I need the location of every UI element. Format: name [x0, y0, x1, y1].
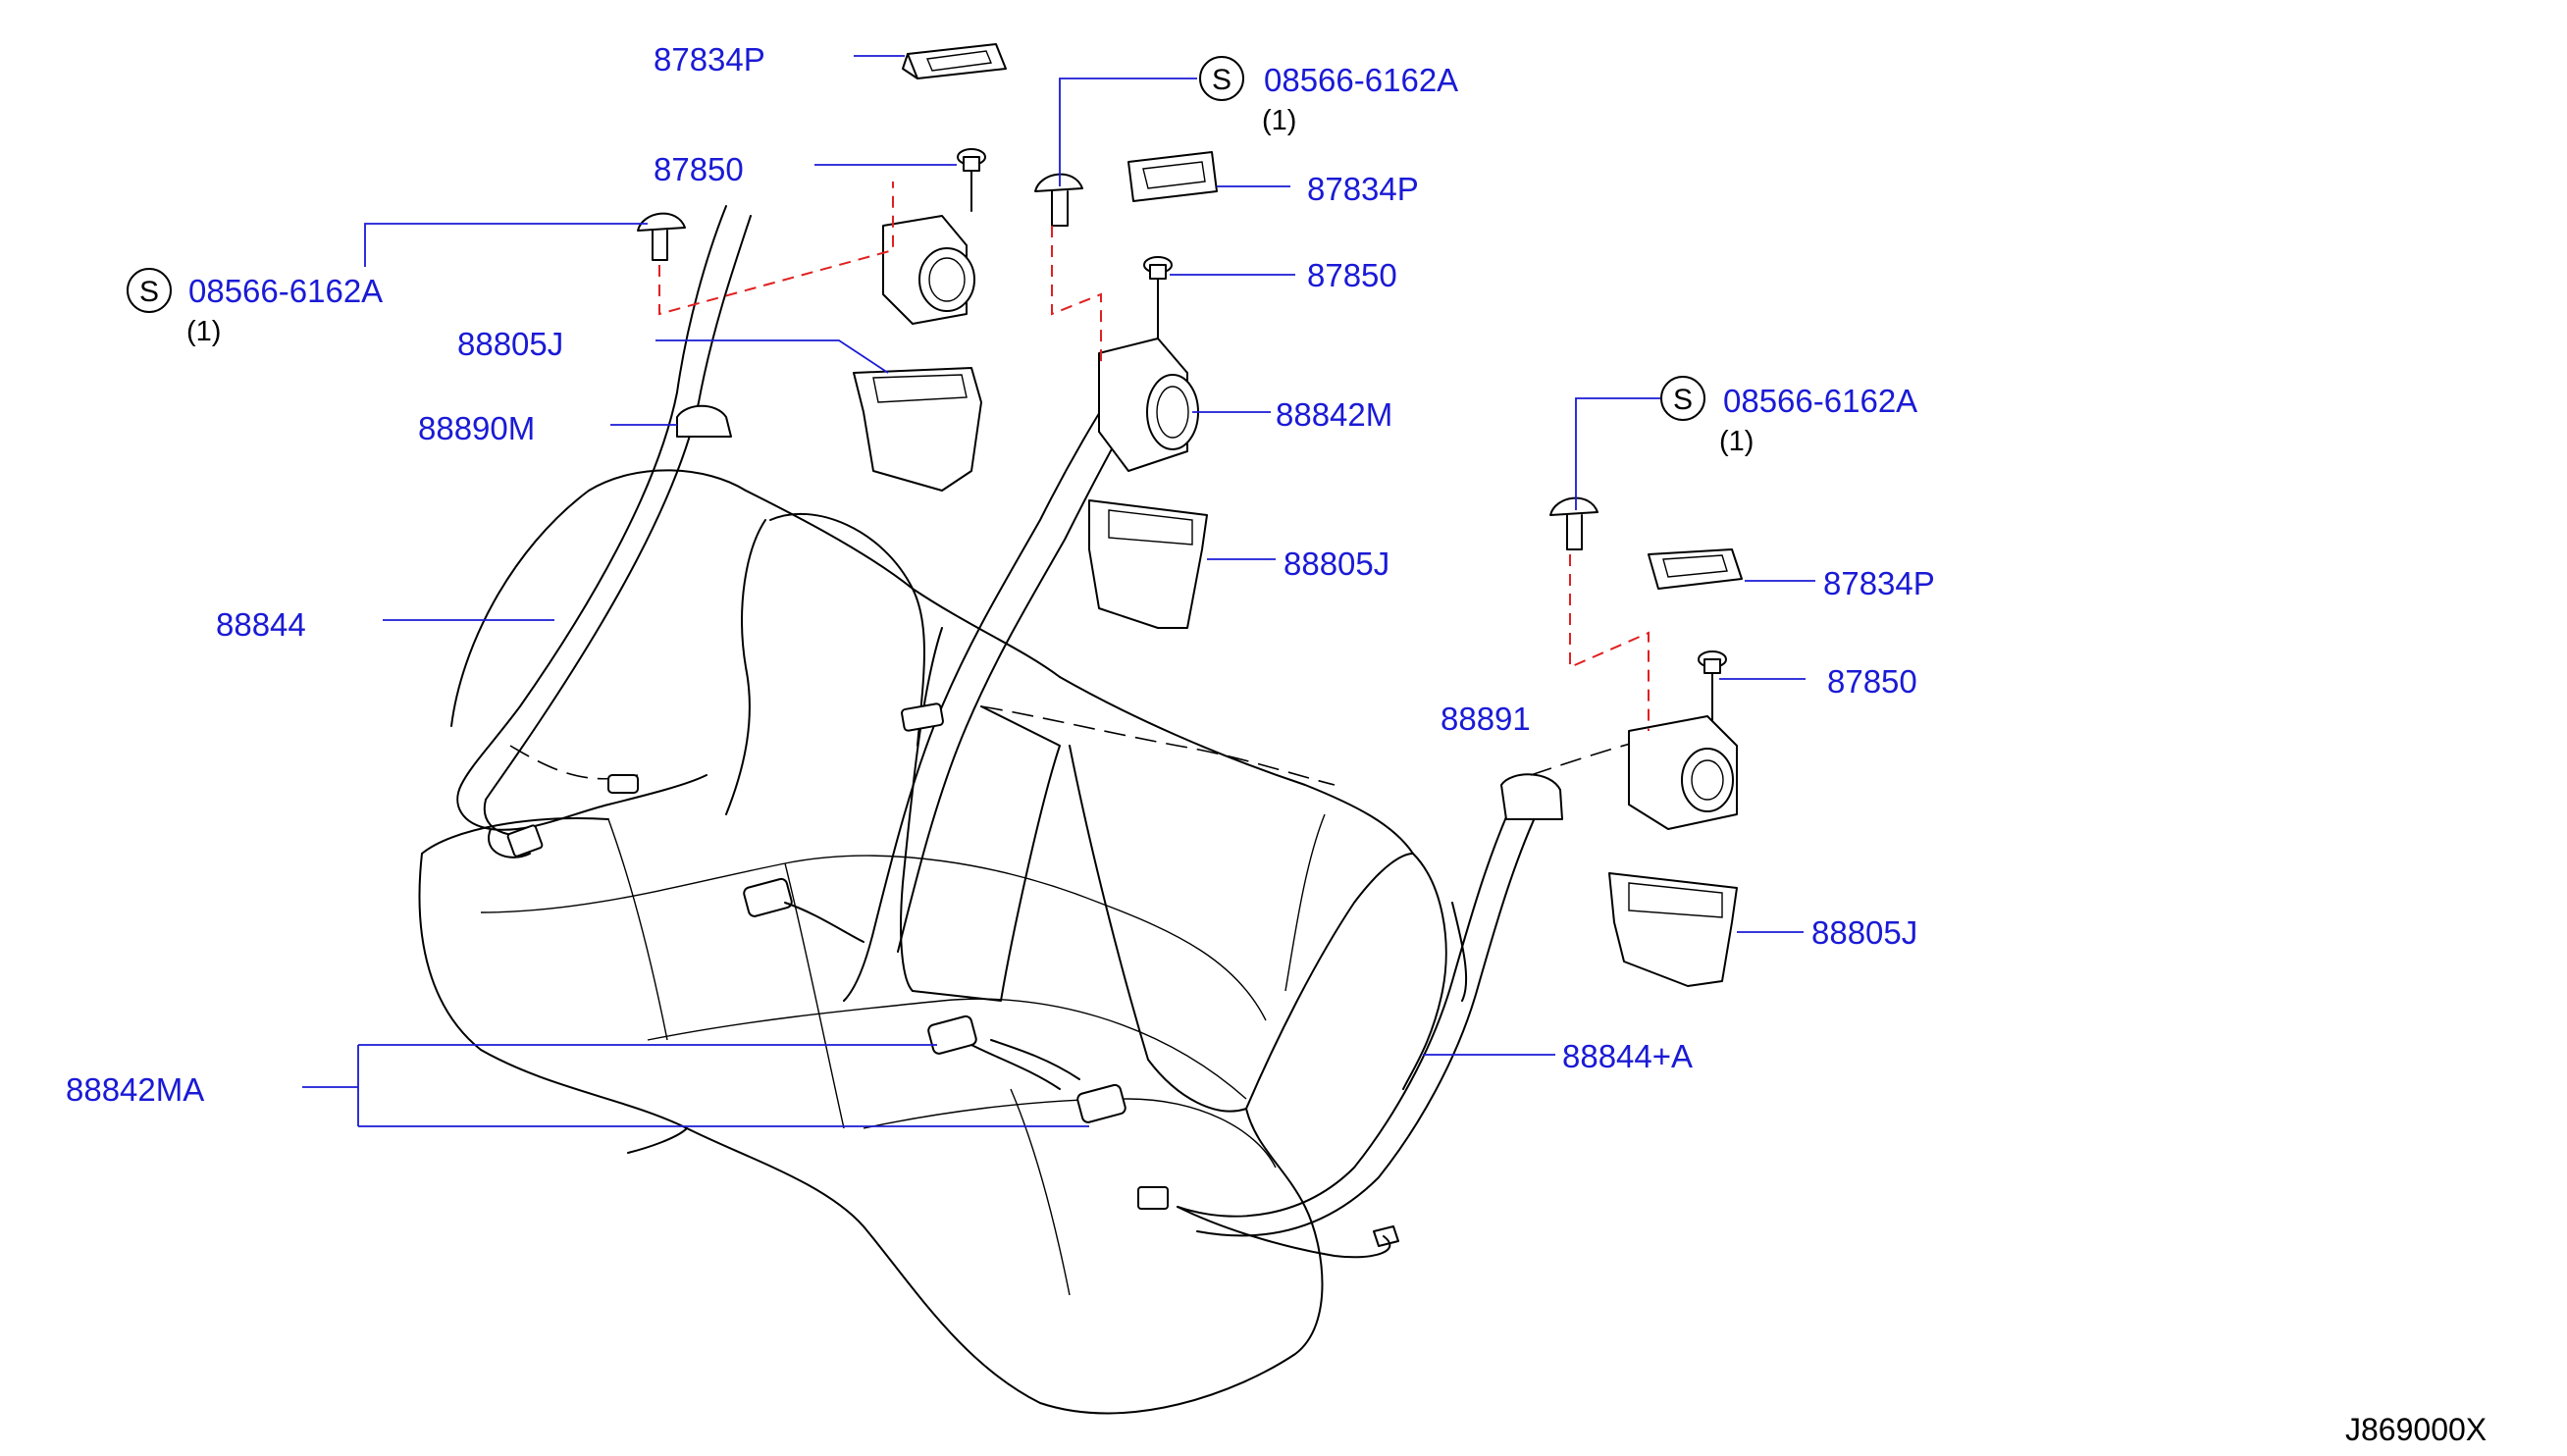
- label-87834p-right[interactable]: 87834P: [1823, 565, 1935, 601]
- retractor-right: [1628, 715, 1738, 830]
- s-mark-right: S: [1660, 376, 1705, 421]
- rear-seat-illustration: [418, 469, 1468, 1415]
- dash-left: [658, 182, 894, 316]
- label-88891[interactable]: 88891: [1441, 701, 1531, 737]
- clip-08566-center: [1034, 173, 1083, 227]
- belt-88890m-guide: [676, 404, 732, 438]
- label-88844a[interactable]: 88844+A: [1562, 1038, 1693, 1074]
- svg-text:S: S: [139, 276, 159, 308]
- trim-cover-87834p-center: [1127, 151, 1218, 202]
- label-88842m[interactable]: 88842M: [1276, 396, 1392, 433]
- label-08566-right[interactable]: 08566-6162A: [1723, 383, 1917, 419]
- bolt-87850-right: [1698, 650, 1727, 722]
- label-88844[interactable]: 88844: [216, 606, 306, 643]
- buckle-88842ma-set: [743, 877, 1126, 1123]
- label-87834p-center[interactable]: 87834P: [1307, 171, 1419, 207]
- label-87834p-top[interactable]: 87834P: [654, 41, 765, 78]
- qty-08566-center: (1): [1262, 105, 1296, 136]
- belt-center-webbing: [843, 382, 1144, 1002]
- label-87850-right[interactable]: 87850: [1827, 663, 1917, 700]
- label-88890m[interactable]: 88890M: [418, 410, 535, 446]
- trim-cover-87834p-top: [902, 43, 1007, 79]
- belt-88844a-webbing: [1137, 725, 1708, 1259]
- clip-08566-right: [1549, 496, 1598, 550]
- trim-cover-87834p-right: [1648, 548, 1743, 590]
- s-mark-center: S: [1199, 56, 1244, 101]
- diagram-code: J869000X: [2345, 1412, 2487, 1447]
- qty-08566-left: (1): [186, 316, 221, 347]
- qty-08566-right: (1): [1719, 426, 1754, 457]
- bezel-88805j-right: [1608, 872, 1738, 987]
- dash-center: [1051, 226, 1102, 363]
- bezel-88805j-center: [1088, 499, 1208, 629]
- label-88805j-center[interactable]: 88805J: [1284, 546, 1389, 582]
- svg-text:S: S: [1673, 384, 1693, 416]
- belt-88844-webbing: [456, 205, 752, 858]
- retractor-88842m: [1098, 338, 1199, 472]
- label-88842ma[interactable]: 88842MA: [66, 1071, 204, 1108]
- retractor-left: [882, 215, 975, 325]
- label-88805j-right[interactable]: 88805J: [1811, 914, 1917, 951]
- label-88805j-left[interactable]: 88805J: [457, 326, 563, 362]
- label-87850-center[interactable]: 87850: [1307, 257, 1397, 293]
- leader-lines: [302, 55, 1815, 1127]
- clip-08566-left: [637, 212, 686, 261]
- bezel-88805j-left: [853, 367, 982, 492]
- bolt-87850-left: [957, 148, 986, 212]
- label-08566-left[interactable]: 08566-6162A: [188, 273, 383, 309]
- label-08566-center[interactable]: 08566-6162A: [1264, 62, 1458, 98]
- s-mark-left: S: [127, 268, 172, 313]
- label-87850-left[interactable]: 87850: [654, 151, 744, 187]
- dash-right: [1569, 554, 1650, 731]
- bolt-87850-center: [1143, 256, 1173, 339]
- svg-text:S: S: [1212, 64, 1231, 96]
